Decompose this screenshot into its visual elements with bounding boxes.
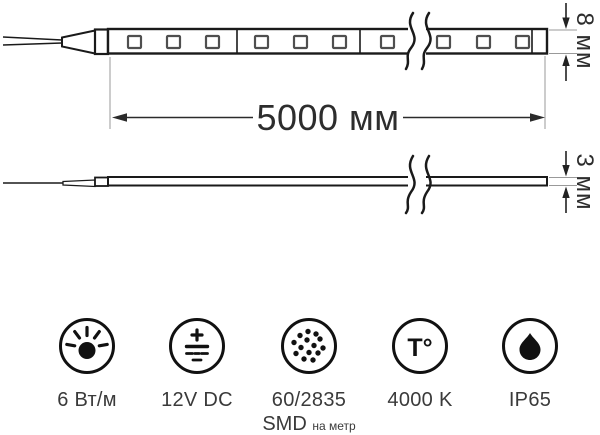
smd-dots-icon [281,318,337,374]
spec-label-color-temperature: 4000 K [387,389,453,411]
spec-ip-rating: IP65 [475,316,585,411]
smd-text: SMD [262,413,307,435]
strip-width-dimension: 8 мм [549,3,598,81]
temperature-glyph: T° [407,334,432,362]
arrow-right-icon [530,113,545,122]
end-cap-left [93,28,110,56]
strip-body [106,27,549,55]
spec-color-temperature: T° 4000 K [365,316,475,411]
per-meter-text: на метр [312,419,356,433]
temperature-icon: T° [392,318,448,374]
strip-side-view [3,154,548,215]
segment-dividers [236,30,533,53]
connector-side [62,179,96,188]
connector [61,29,96,55]
thickness-label: 3 мм [571,153,598,210]
strip-length-dimension: 5000 мм [109,56,546,138]
spec-led-density: 60/2835 SMD на метр [254,316,364,435]
wire-leads [2,36,63,46]
strip-thickness-dimension: 3 мм [549,151,598,213]
spec-sublabel-led-density: SMD на метр [262,413,355,435]
break-symbol-top [404,11,432,71]
extension-lines [549,177,577,186]
spec-power: 6 Вт/м [32,316,142,411]
spec-label-ip-rating: IP65 [508,389,552,411]
strip-top-view [2,11,549,71]
arrow-left-icon [112,113,127,122]
break-symbol-side [404,154,432,215]
width-label: 8 мм [571,12,598,69]
strip-dimension-diagram: 8 мм 5000 мм 3 [2,3,598,215]
dc-power-icon [169,318,225,374]
arrow-down-icon [562,17,570,29]
arrow-up-icon [562,186,570,198]
extension-lines [109,56,546,129]
brightness-icon [59,318,115,374]
spec-label-led-density: 60/2835 [271,389,347,411]
end-cap-side [94,176,109,187]
strip-profile [107,176,548,187]
spec-label-power: 6 Вт/м [57,389,117,411]
arrow-up-icon [562,54,570,66]
extension-lines [549,29,577,54]
spec-voltage: 12V DC [142,316,252,411]
led-chips [126,34,531,50]
water-drop-icon [502,318,558,374]
length-label: 5000 мм [256,97,399,138]
spec-label-voltage: 12V DC [161,389,233,411]
arrow-down-icon [562,165,570,177]
